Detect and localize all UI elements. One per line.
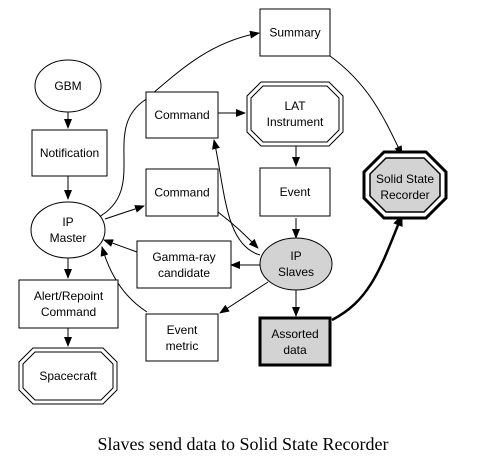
- edges: [64, 30, 404, 347]
- edge-ip-slaves-to-event-metric: [219, 281, 269, 314]
- node-summary-shape: [259, 8, 331, 57]
- node-event-label: Event: [280, 185, 311, 199]
- node-notification-shape: [31, 129, 108, 177]
- node-gamma-ray-candidate: Gamma-ray candidate: [136, 240, 232, 289]
- node-alert-repoint-shape: [18, 279, 119, 329]
- edge-command-mid-to-ip-slaves: [217, 211, 259, 249]
- node-spacecraft-label: Spacecraft: [39, 369, 97, 383]
- node-assorted-data-label-line2: data: [283, 343, 307, 357]
- node-assorted-data: Assorted data: [258, 316, 332, 367]
- edge-ip-slaves-to-command-top: [212, 139, 261, 256]
- node-ip-slaves: IP Slaves: [259, 237, 333, 291]
- node-assorted-data-shape: [258, 316, 332, 367]
- node-gamma-ray-candidate-label-line2: candidate: [158, 266, 210, 280]
- node-summary: Summary: [259, 8, 331, 57]
- node-ip-slaves-shape: [259, 237, 333, 291]
- node-solid-state-recorder: Solid State Recorder: [362, 150, 448, 220]
- node-spacecraft: Spacecraft: [18, 347, 118, 405]
- node-command-top-shape: [145, 91, 219, 139]
- node-event-metric-shape: [145, 313, 219, 362]
- node-event-metric-label-line1: Event: [167, 323, 198, 337]
- edge-ip-master-to-summary: [96, 30, 260, 219]
- node-command-top-label: Command: [154, 108, 209, 122]
- node-command-mid-label: Command: [154, 186, 209, 200]
- node-lat-instrument: LAT Instrument: [246, 81, 344, 147]
- node-alert-repoint: Alert/Repoint Command: [18, 279, 119, 329]
- node-gamma-ray-candidate-shape: [136, 240, 232, 289]
- node-solid-state-recorder-label-line2: Recorder: [380, 188, 429, 202]
- node-ip-slaves-label-line1: IP: [290, 249, 301, 263]
- node-ip-slaves-label-line2: Slaves: [278, 265, 314, 279]
- node-alert-repoint-label-line1: Alert/Repoint: [34, 289, 104, 303]
- node-event-metric: Event metric: [145, 313, 219, 362]
- node-command-top: Command: [145, 91, 219, 139]
- node-assorted-data-label-line1: Assorted: [271, 327, 318, 341]
- node-lat-instrument-inner-shape: [250, 85, 340, 143]
- node-gbm: GBM: [34, 59, 102, 113]
- edge-summary-to-solid-state-recorder: [329, 55, 403, 156]
- edge-assorted-data-to-solid-state-recorder: [331, 214, 404, 322]
- node-ip-master: IP Master: [30, 201, 106, 259]
- node-gbm-label: GBM: [54, 79, 81, 93]
- node-event: Event: [259, 167, 331, 217]
- edge-ip-master-to-command-mid: [104, 205, 145, 220]
- node-command-mid-shape: [145, 168, 219, 217]
- node-solid-state-recorder-label-line1: Solid State: [376, 172, 434, 186]
- node-summary-label: Summary: [269, 26, 320, 40]
- node-notification: Notification: [31, 129, 108, 177]
- node-gbm-shape: [34, 59, 102, 113]
- node-spacecraft-inner-shape: [22, 351, 114, 401]
- node-ip-master-shape: [30, 201, 106, 259]
- node-ip-master-label-line2: Master: [50, 231, 87, 245]
- node-notification-label: Notification: [40, 146, 99, 160]
- node-event-metric-label-line2: metric: [166, 339, 199, 353]
- node-alert-repoint-label-line2: Command: [41, 305, 96, 319]
- edge-gamma-ray-candidate-to-ip-master: [103, 239, 138, 253]
- node-solid-state-recorder-inner-shape: [369, 157, 441, 213]
- node-command-mid: Command: [145, 168, 219, 217]
- node-lat-instrument-label-line1: LAT: [284, 99, 306, 113]
- node-gamma-ray-candidate-label-line1: Gamma-ray: [152, 250, 215, 264]
- edge-event-metric-to-ip-master: [100, 246, 148, 313]
- node-lat-instrument-label-line2: Instrument: [267, 115, 324, 129]
- diagram-caption: Slaves send data to Solid State Recorder: [98, 434, 389, 454]
- node-event-shape: [259, 167, 331, 217]
- node-ip-master-label-line1: IP: [62, 215, 73, 229]
